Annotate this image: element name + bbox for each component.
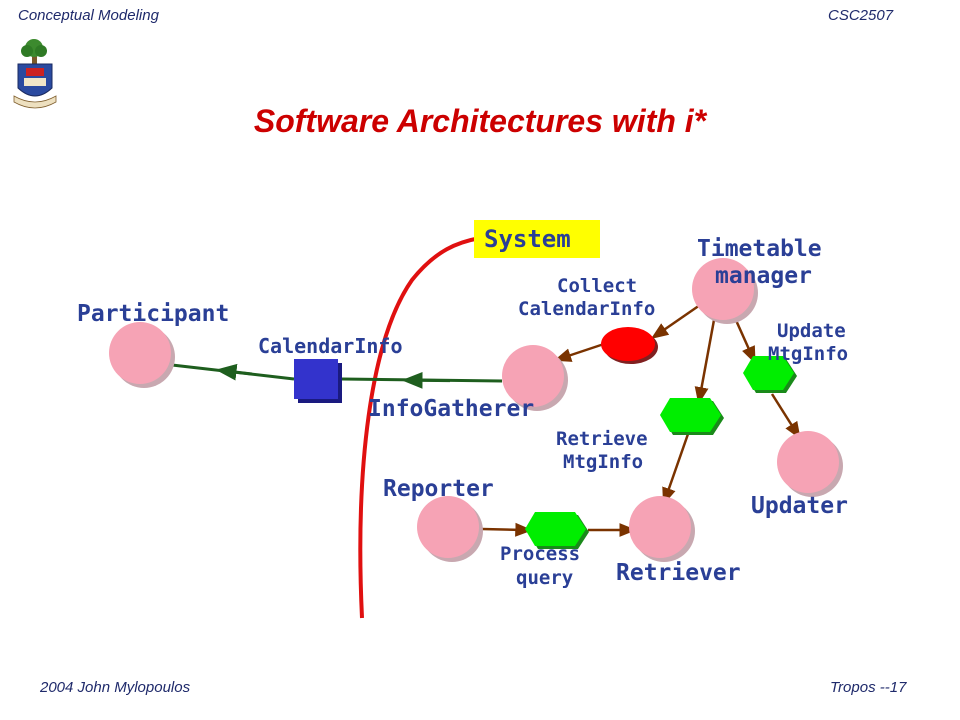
actor-participant [109,322,175,388]
course-code: CSC2507 [828,7,894,24]
course-title: Conceptual Modeling [18,7,159,24]
actor-timetable-manager [692,258,758,324]
label-calendarinfo: CalendarInfo [258,334,403,358]
goal-collect-calendarinfo [601,327,658,364]
author-footer: 2004 John Mylopoulos [40,679,191,696]
link-retrieve-task-to-retriever [662,433,690,506]
actor-infogatherer [502,345,568,411]
label-updater: Updater [751,493,848,519]
label-reporter: Reporter [383,476,494,502]
system-label: System [484,225,571,253]
label-participant: Participant [77,301,229,327]
tree-icon [21,39,47,64]
system-boundary-line [358,236,481,619]
label-infogatherer: InfoGatherer [368,396,534,422]
slide-number: Tropos --17 [830,679,907,696]
label-collect-calendarinfo: Collect CalendarInfo [518,275,655,320]
label-timetable-manager: Timetable manager [697,236,835,289]
resource-calendarinfo [294,359,342,403]
arrow-toward-participant [215,363,253,381]
label-retrieve-mtginfo: Retrieve MtgInfo [556,428,659,473]
slide-title: Software Architectures with i* [253,103,707,139]
label-retriever: Retriever [616,560,741,586]
link-timetable-to-retrieve-task [694,319,716,405]
link-timetable-to-update-task [733,317,756,364]
actor-reporter [417,496,483,562]
task-update-mtginfo [743,356,797,393]
actor-updater [777,431,843,497]
system-label-box [474,220,600,258]
link-reporter-to-process-task [481,522,533,537]
university-crest-logo [13,39,57,109]
actor-retriever [629,496,695,562]
label-update-mtginfo: Update MtgInfo [768,320,857,365]
task-retrieve-mtginfo [660,398,724,435]
task-process-query [525,512,589,549]
link-timetable-to-goal [650,303,701,339]
link-goal-to-infogatherer [553,342,605,362]
label-process-query: Process query [500,543,592,589]
link-update-task-to-updater [770,393,801,440]
